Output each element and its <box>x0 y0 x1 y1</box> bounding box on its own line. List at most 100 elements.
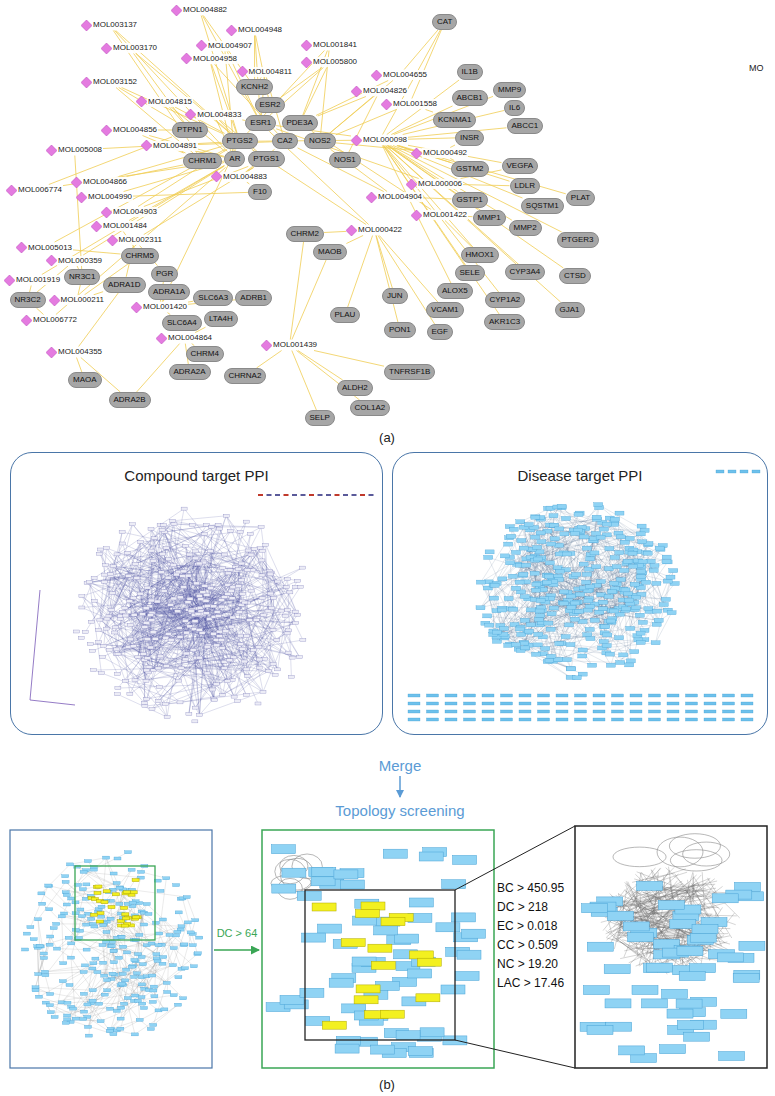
network-node <box>115 673 121 676</box>
zoom-line <box>455 1040 575 1068</box>
network-node <box>360 494 365 496</box>
network-node <box>604 965 630 974</box>
network-node <box>39 902 46 905</box>
network-node <box>587 942 613 951</box>
compound-diamond <box>71 177 82 188</box>
network-node <box>219 694 225 697</box>
network-node <box>256 646 262 649</box>
compound-diamond <box>181 53 192 64</box>
network-node <box>318 494 323 496</box>
network-node <box>547 612 556 616</box>
network-node <box>117 1017 124 1020</box>
network-node <box>183 652 189 655</box>
network-node <box>292 610 298 613</box>
target-label: ADRB1 <box>240 293 267 303</box>
network-node <box>288 675 294 678</box>
compound-label: MOL001439 <box>272 340 318 350</box>
network-node <box>253 618 259 621</box>
compound-diamond <box>261 340 272 351</box>
network-node <box>269 606 275 609</box>
network-node <box>567 594 576 598</box>
network-node <box>667 710 679 713</box>
network-node <box>89 999 96 1002</box>
network-node <box>110 949 117 952</box>
network-node <box>445 702 457 705</box>
disease-network-illustration <box>408 470 760 721</box>
target-label: CHRNA2 <box>229 371 262 381</box>
compound-diamond <box>406 179 417 190</box>
network-node <box>214 644 220 647</box>
network-node <box>620 569 629 573</box>
network-node <box>619 653 628 657</box>
network-node <box>482 710 494 713</box>
network-node <box>716 470 724 473</box>
target-label: EGF <box>432 327 448 337</box>
network-node <box>255 702 261 705</box>
network-node <box>247 619 253 622</box>
compound-label: MOL005008 <box>57 145 103 155</box>
compound-label: MOL004948 <box>237 25 283 35</box>
network-node <box>149 974 156 977</box>
network-node <box>533 546 542 550</box>
network-node <box>532 652 541 656</box>
network-node <box>51 1016 58 1019</box>
network-node <box>259 597 265 600</box>
network-node <box>53 922 60 925</box>
network-node <box>87 643 93 646</box>
network-node <box>289 656 295 659</box>
compound-node: MOL005800 <box>301 57 358 68</box>
step-label: Topology screening <box>335 802 464 819</box>
target-label: CHRM4 <box>191 349 219 359</box>
network-node <box>124 552 130 555</box>
compound-diamond <box>21 315 32 326</box>
network-node <box>669 569 678 573</box>
network-node <box>241 660 247 663</box>
network-node <box>561 635 570 639</box>
network-node <box>642 999 668 1008</box>
compound-label: MOL001422 <box>422 210 468 220</box>
network-node <box>221 596 227 599</box>
interaction-edge <box>292 260 326 340</box>
network-node <box>78 636 84 639</box>
network-node <box>153 953 160 956</box>
network-node <box>107 917 114 920</box>
network-node <box>593 710 605 713</box>
network-node <box>733 974 759 983</box>
target-label: CHRM5 <box>126 251 154 261</box>
network-node <box>163 546 169 549</box>
compound-node: MOL000098 <box>351 135 408 146</box>
network-node <box>94 891 101 894</box>
network-node <box>72 928 79 931</box>
network-node <box>607 911 633 920</box>
target-label: SELP <box>310 413 330 423</box>
network-node <box>60 962 67 965</box>
network-node <box>464 702 476 705</box>
network-node <box>228 625 234 628</box>
network-node <box>667 702 679 705</box>
network-node <box>196 936 203 939</box>
network-node <box>295 579 301 582</box>
network-node <box>143 607 149 610</box>
network-node <box>282 868 306 877</box>
network-node <box>97 548 103 551</box>
network-node <box>556 718 568 721</box>
network-node <box>297 891 321 900</box>
network-node <box>180 997 187 1000</box>
network-node <box>599 600 608 604</box>
network-node <box>343 494 348 496</box>
compound-node: MOL000006 <box>406 179 463 190</box>
target-node: PTPN1 <box>172 122 208 138</box>
network-node <box>256 658 262 661</box>
target-node: ADRA2A <box>169 364 211 380</box>
network-node <box>50 927 57 930</box>
network-node <box>80 1018 87 1021</box>
network-node <box>32 989 39 992</box>
network-node <box>649 710 661 713</box>
network-node <box>563 552 572 556</box>
network-node <box>197 656 203 659</box>
network-node <box>149 708 155 711</box>
network-node <box>649 718 661 721</box>
compound-diamond <box>185 109 196 120</box>
network-node <box>516 590 525 594</box>
network-node <box>110 1033 117 1036</box>
